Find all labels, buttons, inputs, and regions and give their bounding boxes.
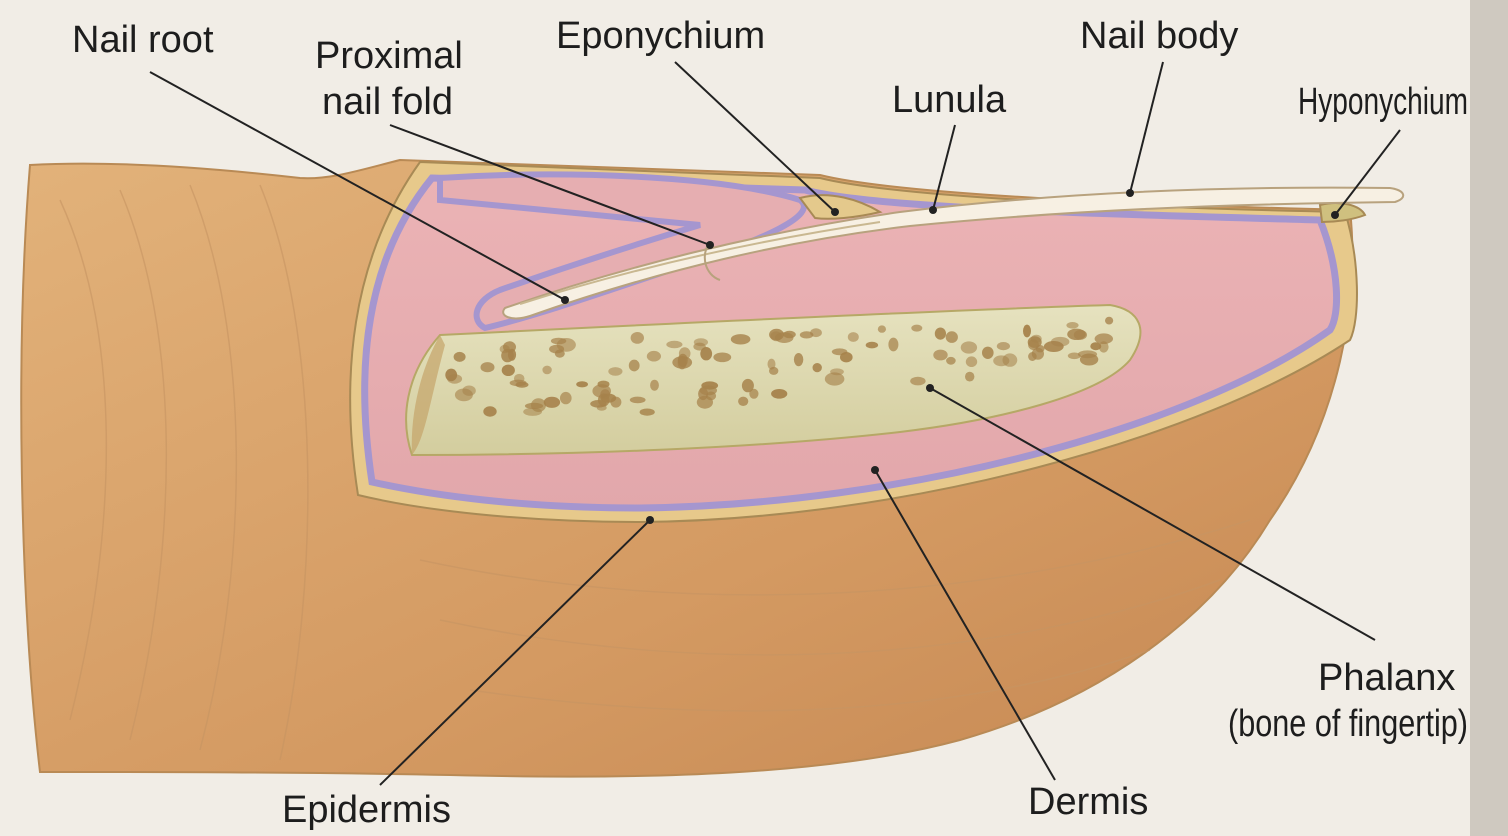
marrow-pit bbox=[800, 331, 814, 338]
marrow-pit bbox=[848, 332, 859, 342]
page-edge bbox=[1470, 0, 1508, 836]
marrow-pit bbox=[647, 351, 661, 362]
marrow-pit bbox=[576, 381, 588, 387]
marrow-pit bbox=[551, 338, 566, 345]
marrow-pit bbox=[601, 394, 617, 403]
label-proximal-nail-fold-line2: nail fold bbox=[322, 81, 453, 123]
marrow-pit bbox=[769, 329, 784, 341]
marrow-pit bbox=[961, 341, 977, 353]
marrow-pit bbox=[993, 355, 1009, 366]
marrow-pit bbox=[650, 380, 659, 391]
marrow-pit bbox=[1067, 329, 1086, 340]
marrow-pit bbox=[794, 353, 803, 366]
marrow-pit bbox=[911, 325, 922, 332]
marrow-pit bbox=[508, 349, 516, 361]
marrow-pit bbox=[878, 325, 886, 332]
marrow-pit bbox=[608, 367, 622, 376]
marrow-pit bbox=[672, 356, 692, 369]
label-phalanx-line1: Phalanx bbox=[1318, 657, 1455, 699]
marrow-pit bbox=[946, 357, 956, 365]
label-proximal-nail-fold-line1: Proximal bbox=[315, 35, 463, 77]
marrow-pit bbox=[1078, 350, 1097, 358]
marrow-pit bbox=[866, 342, 878, 349]
marrow-pit bbox=[713, 353, 731, 363]
label-lunula: Lunula bbox=[892, 79, 1007, 121]
marrow-pit bbox=[693, 343, 705, 351]
marrow-pit bbox=[738, 397, 748, 406]
label-dermis: Dermis bbox=[1028, 781, 1148, 823]
label-nail-body: Nail body bbox=[1080, 15, 1238, 57]
label-eponychium: Eponychium bbox=[556, 15, 765, 57]
marrow-pit bbox=[631, 332, 644, 344]
label-epidermis: Epidermis bbox=[282, 789, 451, 831]
marrow-pit bbox=[510, 380, 527, 387]
marrow-pit bbox=[549, 345, 564, 354]
marrow-pit bbox=[629, 360, 640, 372]
label-phalanx-line2: (bone of fingertip) bbox=[1228, 703, 1468, 745]
marrow-pit bbox=[997, 342, 1010, 350]
marrow-pit bbox=[640, 409, 655, 416]
marrow-pit bbox=[888, 338, 898, 352]
marrow-pit bbox=[1066, 322, 1078, 329]
marrow-pit bbox=[1023, 325, 1031, 338]
marrow-pit bbox=[982, 347, 994, 359]
marrow-pit bbox=[768, 359, 776, 370]
marrow-pit bbox=[1051, 337, 1069, 347]
marrow-pit bbox=[935, 328, 946, 340]
marrow-pit bbox=[445, 369, 457, 382]
marrow-pit bbox=[771, 389, 787, 399]
marrow-pit bbox=[946, 331, 958, 343]
marrow-pit bbox=[813, 363, 822, 372]
marrow-pit bbox=[1105, 317, 1113, 325]
marrow-pit bbox=[1031, 335, 1042, 343]
marrow-pit bbox=[630, 397, 646, 404]
marrow-pit bbox=[966, 356, 977, 367]
leader-nail-body bbox=[1130, 62, 1163, 193]
marrow-pit bbox=[481, 362, 495, 372]
marrow-pit bbox=[542, 366, 551, 375]
marrow-pit bbox=[832, 348, 848, 355]
marrow-pit bbox=[965, 372, 974, 382]
marrow-pit bbox=[1090, 342, 1101, 350]
marrow-pit bbox=[454, 352, 466, 362]
marrow-pit bbox=[544, 397, 560, 408]
label-nail-root: Nail root bbox=[72, 19, 214, 61]
marrow-pit bbox=[502, 365, 515, 376]
label-hyponychium: Hyponychium bbox=[1298, 81, 1468, 123]
marrow-pit bbox=[666, 341, 682, 348]
marrow-pit bbox=[462, 386, 475, 396]
marrow-pit bbox=[933, 350, 947, 361]
marrow-pit bbox=[698, 388, 708, 400]
marrow-pit bbox=[1032, 348, 1044, 360]
marrow-pit bbox=[910, 377, 925, 386]
marrow-pit bbox=[483, 406, 496, 416]
marrow-pit bbox=[825, 372, 845, 385]
marrow-pit bbox=[531, 398, 546, 412]
marrow-pit bbox=[749, 389, 758, 399]
marrow-pit bbox=[731, 334, 751, 344]
marrow-pit bbox=[560, 392, 572, 404]
marrow-pit bbox=[783, 331, 796, 338]
